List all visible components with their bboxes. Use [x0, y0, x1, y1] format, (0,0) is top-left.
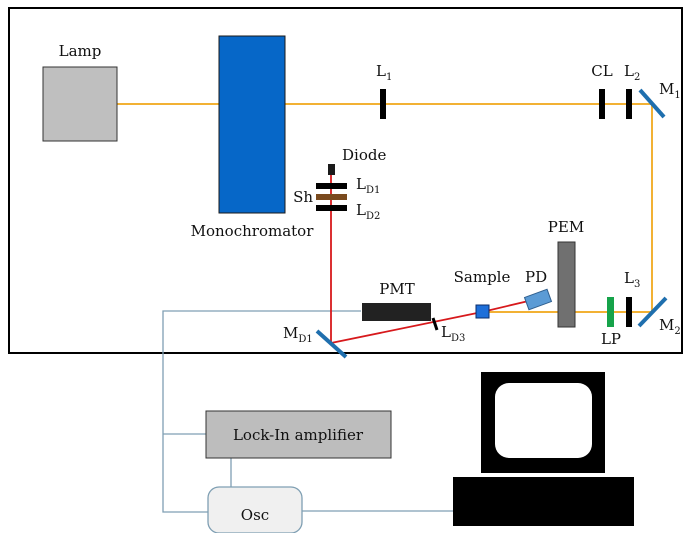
shutter-sh: [316, 194, 347, 200]
sample-box: [475, 304, 490, 319]
cylindrical-lens-cl: [599, 89, 605, 119]
mirror-md1: [315, 329, 348, 359]
pem-label: PEM: [548, 218, 584, 236]
linear-polarizer-lp: [607, 297, 614, 327]
photodiode-pd: [523, 288, 553, 311]
lens-ld3-label: LD3: [441, 323, 465, 344]
monochromator-label: Monochromator: [191, 222, 315, 240]
cl-label: CL: [591, 62, 612, 80]
lock-in-amplifier-label: Lock-In amplifier: [233, 426, 364, 444]
lamp-box: [42, 66, 118, 142]
lens-l1-label: L1: [376, 62, 392, 83]
pem-box: [557, 241, 576, 328]
laser-diode: [328, 164, 335, 175]
laser-beam-path: [330, 170, 538, 344]
optical-table-frame: [8, 7, 683, 354]
lens-ld1-label: LD1: [356, 175, 380, 196]
mirror-m1-label: M1: [659, 80, 681, 101]
mirror-m1: [638, 88, 666, 119]
lens-ld1: [316, 183, 347, 189]
computer-icon: [453, 372, 634, 526]
lens-ld2-label: LD2: [356, 201, 380, 222]
pmt-label: PMT: [379, 280, 414, 298]
mirror-md1-label: MD1: [283, 324, 313, 345]
oscilloscope-box: [207, 486, 303, 533]
monochromator-box: [218, 35, 286, 214]
lp-label: LP: [601, 330, 621, 348]
pmt-box: [362, 303, 431, 321]
shutter-label: Sh: [293, 188, 313, 206]
cable-pmt-to-osc: [162, 310, 361, 513]
sample-label: Sample: [454, 268, 511, 286]
monitor-screen: [495, 383, 592, 458]
lens-l3-label: L3: [624, 269, 640, 290]
lens-l3: [626, 297, 632, 327]
mirror-m2: [637, 296, 668, 328]
diode-label: Diode: [342, 146, 386, 164]
lens-ld2: [316, 205, 347, 211]
lens-l1: [380, 89, 386, 119]
mirror-m2-label: M2: [659, 316, 681, 337]
lamp-label: Lamp: [59, 42, 102, 60]
signal-cables: [162, 310, 453, 513]
lens-ld3: [431, 317, 439, 331]
lens-l2-label: L2: [624, 62, 640, 83]
oscilloscope-label: Osc: [241, 506, 269, 524]
computer-base: [453, 477, 634, 526]
laser-beam-mirror-to-sample: [330, 311, 483, 344]
lock-in-amplifier-box: [205, 410, 392, 459]
pd-label: PD: [525, 268, 547, 286]
lens-l2: [626, 89, 632, 119]
